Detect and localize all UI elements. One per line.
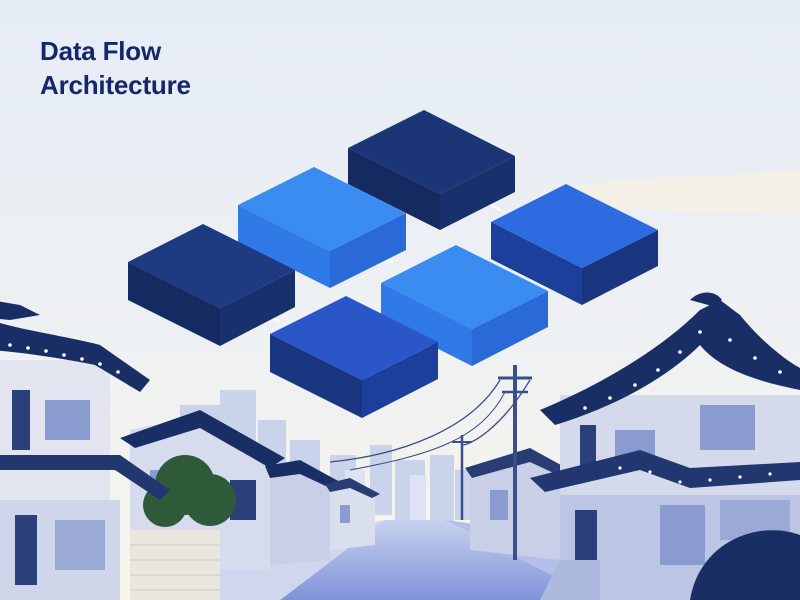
right-hanok bbox=[530, 292, 800, 600]
cloud-band bbox=[560, 170, 800, 215]
block-top-center bbox=[348, 110, 515, 230]
title-line-1: Data Flow bbox=[40, 36, 161, 66]
page-title: Data Flow Architecture bbox=[40, 34, 191, 102]
utility-poles bbox=[329, 365, 532, 560]
title-line-2: Architecture bbox=[40, 70, 191, 100]
left-hanok bbox=[0, 301, 220, 600]
block-left bbox=[128, 224, 295, 346]
block-bright-center bbox=[381, 245, 548, 366]
block-bottom bbox=[270, 296, 438, 418]
right-mid-houses bbox=[465, 448, 570, 560]
block-right bbox=[491, 184, 658, 305]
block-bright-left bbox=[238, 167, 406, 288]
